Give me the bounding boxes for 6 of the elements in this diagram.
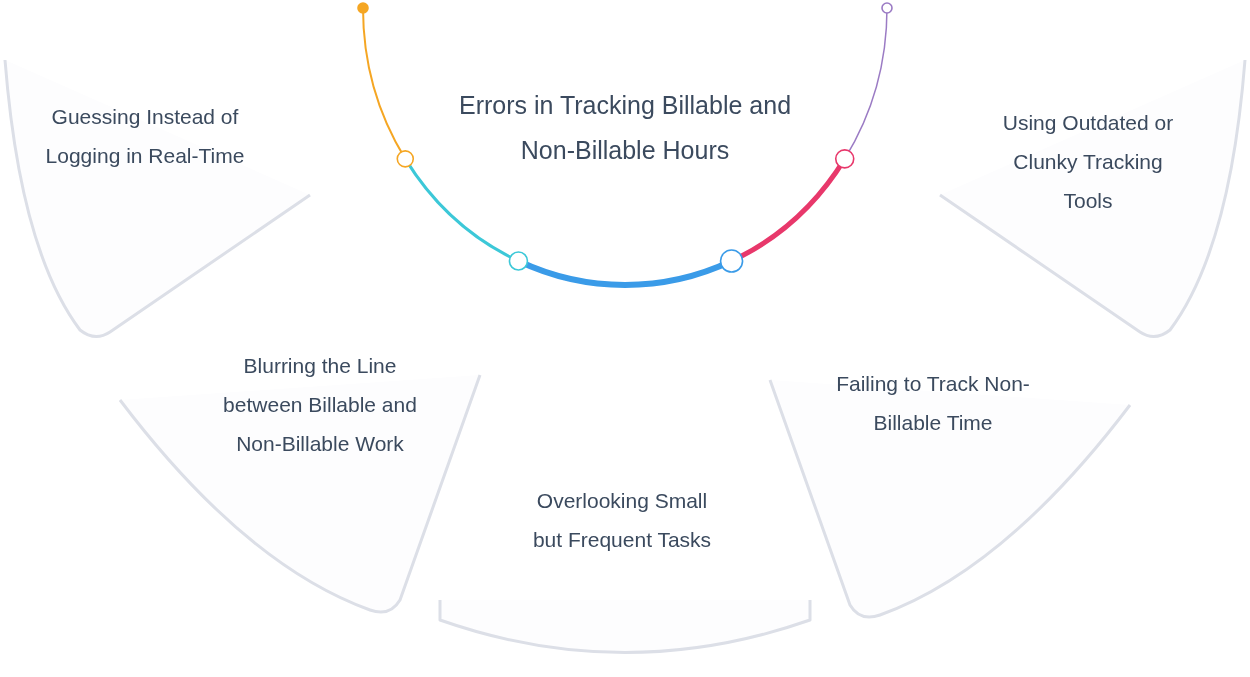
card-label: Guessing Instead of Logging in Real-Time — [45, 104, 245, 169]
card-label: Failing to Track Non-Billable Time — [835, 371, 1031, 436]
center-heading: Errors in Tracking Billable and Non-Billable Hours — [457, 90, 793, 166]
card-label: Blurring the Line between Billable and Non-Billable Work — [222, 353, 418, 457]
card-label: Using Outdated or Clunky Tracking Tools — [1001, 110, 1175, 214]
card-label: Overlooking Small but Frequent Tasks — [531, 488, 713, 553]
